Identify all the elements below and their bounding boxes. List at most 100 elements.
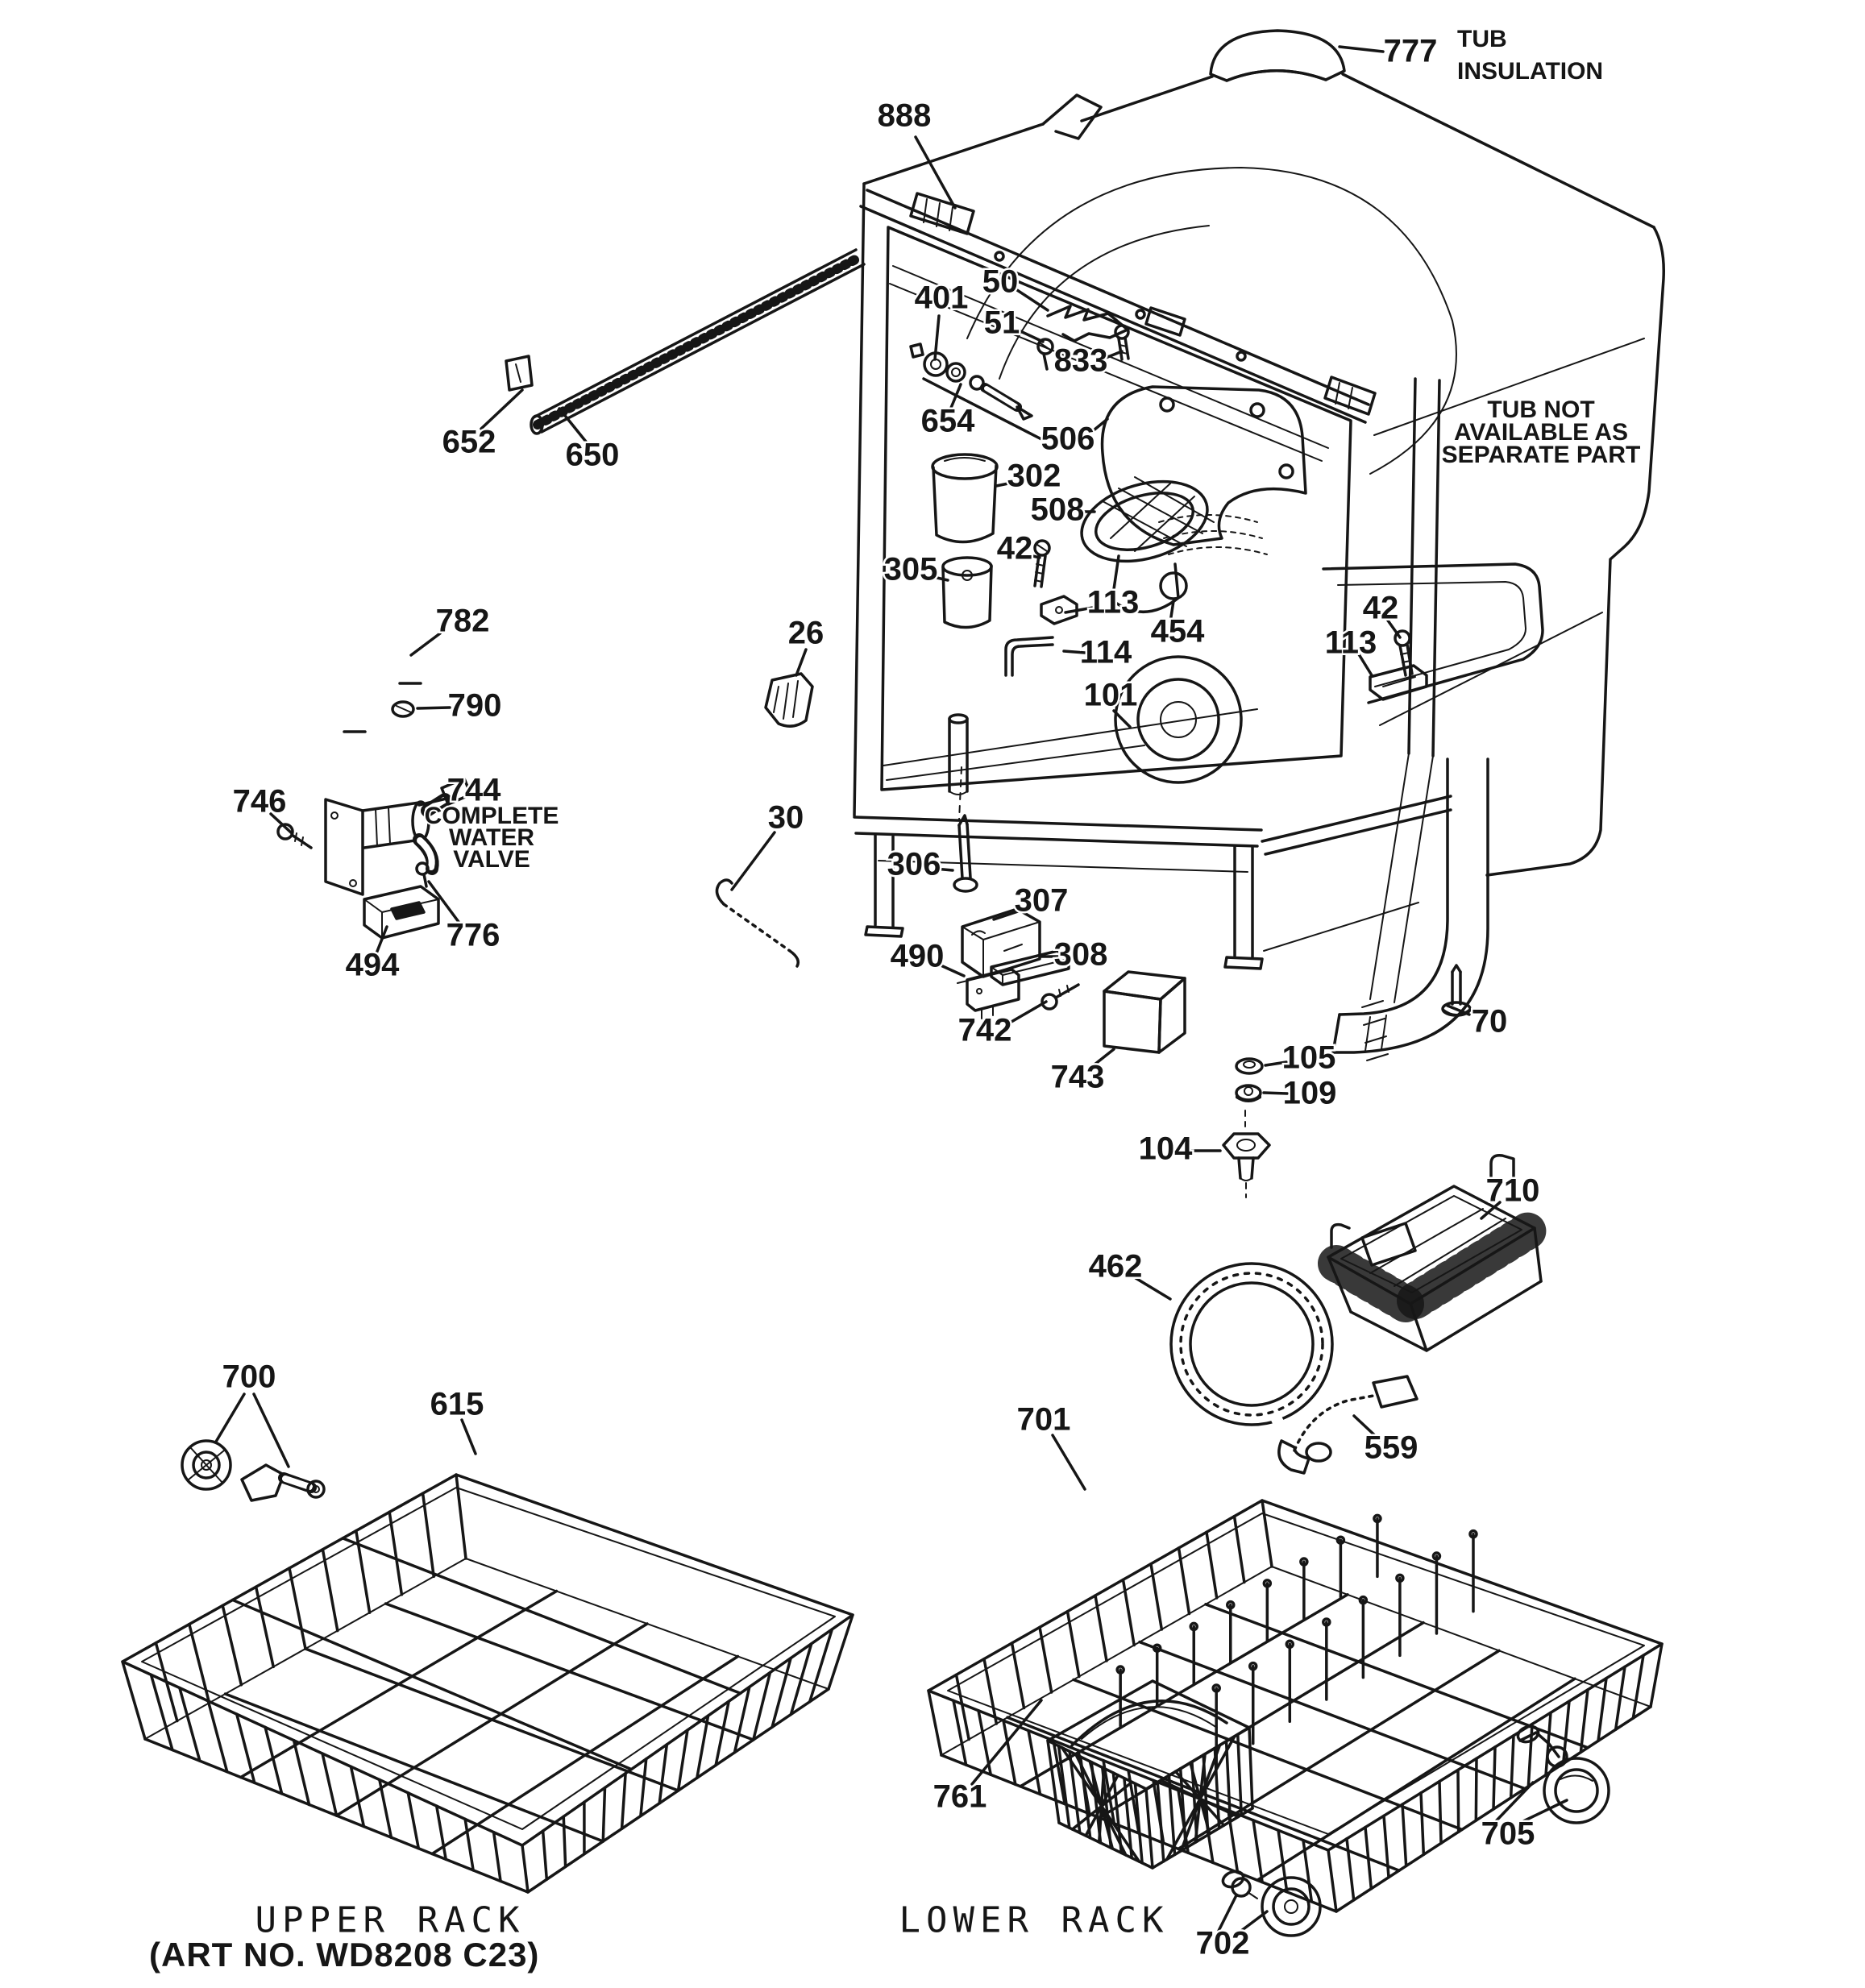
spring-30 [715,878,800,968]
upper-rack-615 [121,1439,854,1894]
leader-705 [1520,1799,1568,1824]
part-label-104-37: 104 [1139,1131,1193,1167]
roller-705 [1516,1724,1610,1824]
rack-wire [221,1604,243,1687]
leader-42 [1386,619,1402,639]
part-label-790-22: 790 [448,688,502,724]
leader-490 [936,962,966,977]
leader-761 [970,1699,1043,1786]
rack-wire [421,1492,435,1579]
tub-right-silhouette [1485,226,1665,877]
rack-wire [1236,1733,1243,1816]
clamp-113-right [1369,664,1428,701]
part-label-114-16: 114 [1080,635,1132,670]
part-label-650-3: 650 [566,438,620,473]
tine-tip [1335,1535,1346,1545]
leader-454 [1169,600,1175,624]
part-label-109-36: 109 [1283,1076,1337,1111]
leader-710 [1480,1201,1502,1220]
gasket-clip-652 [505,355,534,392]
rack-wire [321,1752,339,1817]
leader-494 [375,925,388,955]
rack-wire [149,1673,174,1752]
door-gasket-650 [505,248,866,435]
leader-702 [1217,1894,1238,1932]
part-label-307-29: 307 [1015,883,1069,919]
rack-wire [952,1699,968,1766]
rack-wire [406,1791,421,1850]
part-label-113-20: 113 [1325,625,1377,661]
part-label-113-14: 113 [1087,585,1140,620]
tub-dome-crease-2 [999,225,1210,380]
rack-wire [235,1712,256,1785]
tine-tip [1299,1557,1309,1567]
leader-306 [933,867,954,872]
rack-wire [1232,1514,1246,1584]
part-label-888-1: 888 [878,98,932,134]
rack-wire [1456,1768,1460,1833]
leader-776 [427,880,463,927]
upper-rack-wires [149,1492,834,1883]
bracket-494 [363,885,440,940]
washer-105 [1235,1057,1264,1075]
rack-wire [254,1585,275,1669]
rack-wire [1138,1640,1526,1791]
part-label-744-24: 744 [447,773,501,808]
leader-30 [730,831,776,891]
base-frame [853,795,1452,970]
part-label-506-9: 506 [1041,421,1095,457]
tub-top-flap [1041,93,1103,140]
leader-lines [214,45,1568,1932]
roller-702 [1221,1870,1322,1937]
rack-wire [384,1602,755,1741]
part-label-702-46: 702 [1196,1926,1250,1961]
screw-42-right [1394,629,1414,677]
leader-113 [1357,653,1373,677]
rack-wire [1224,1740,1232,1824]
tub-assembly [853,29,1665,1061]
rack-wire [231,1598,633,1771]
rack-wire [1156,1780,1165,1863]
rack-wire [982,1657,999,1725]
right-pocket [1322,562,1544,704]
rack-wire [430,1654,740,1856]
silverware-basket-761 [1046,1679,1254,1870]
leader-746 [269,812,293,835]
rack-wire [696,1714,710,1779]
rack-wire [1177,1649,1501,1851]
rack-wire [1121,1578,1136,1647]
drain-hose-462 [1169,1222,1417,1463]
rack-wire [388,1510,404,1596]
basket-mesh [1057,1733,1243,1865]
rack-wire [304,1647,680,1792]
rack-wire [154,1641,179,1723]
leader-650 [558,407,588,443]
screw-776 [415,861,430,888]
leader-51 [1017,329,1045,343]
part-label-101-17: 101 [1084,678,1138,713]
tine-tip [1248,1661,1258,1671]
cylinder-302 [931,453,999,544]
rack-wire [1165,1735,1236,1861]
part-label-401-4: 401 [915,280,969,316]
tine-tip [1262,1579,1273,1588]
rack-wire [1111,1771,1124,1855]
part-label-710-38: 710 [1486,1173,1540,1209]
part-label-701-43: 701 [1017,1402,1071,1438]
tine-tip [1115,1665,1125,1675]
box-743 [1103,970,1186,1054]
rail-bracket-mid [1144,306,1186,337]
leader-307 [992,909,1022,921]
rack-wire [434,1804,447,1861]
tine-tip [1395,1573,1405,1583]
leader-105 [1264,1060,1288,1067]
rack-wire [1149,1562,1164,1631]
leader-114 [1062,650,1086,654]
part-label-51-6: 51 [984,305,1020,341]
part-label-454-15: 454 [1151,614,1205,650]
part-label-70-34: 70 [1472,1004,1508,1040]
leader-506 [1088,417,1109,435]
tine-tip [1285,1639,1295,1650]
leader-26 [795,648,808,677]
